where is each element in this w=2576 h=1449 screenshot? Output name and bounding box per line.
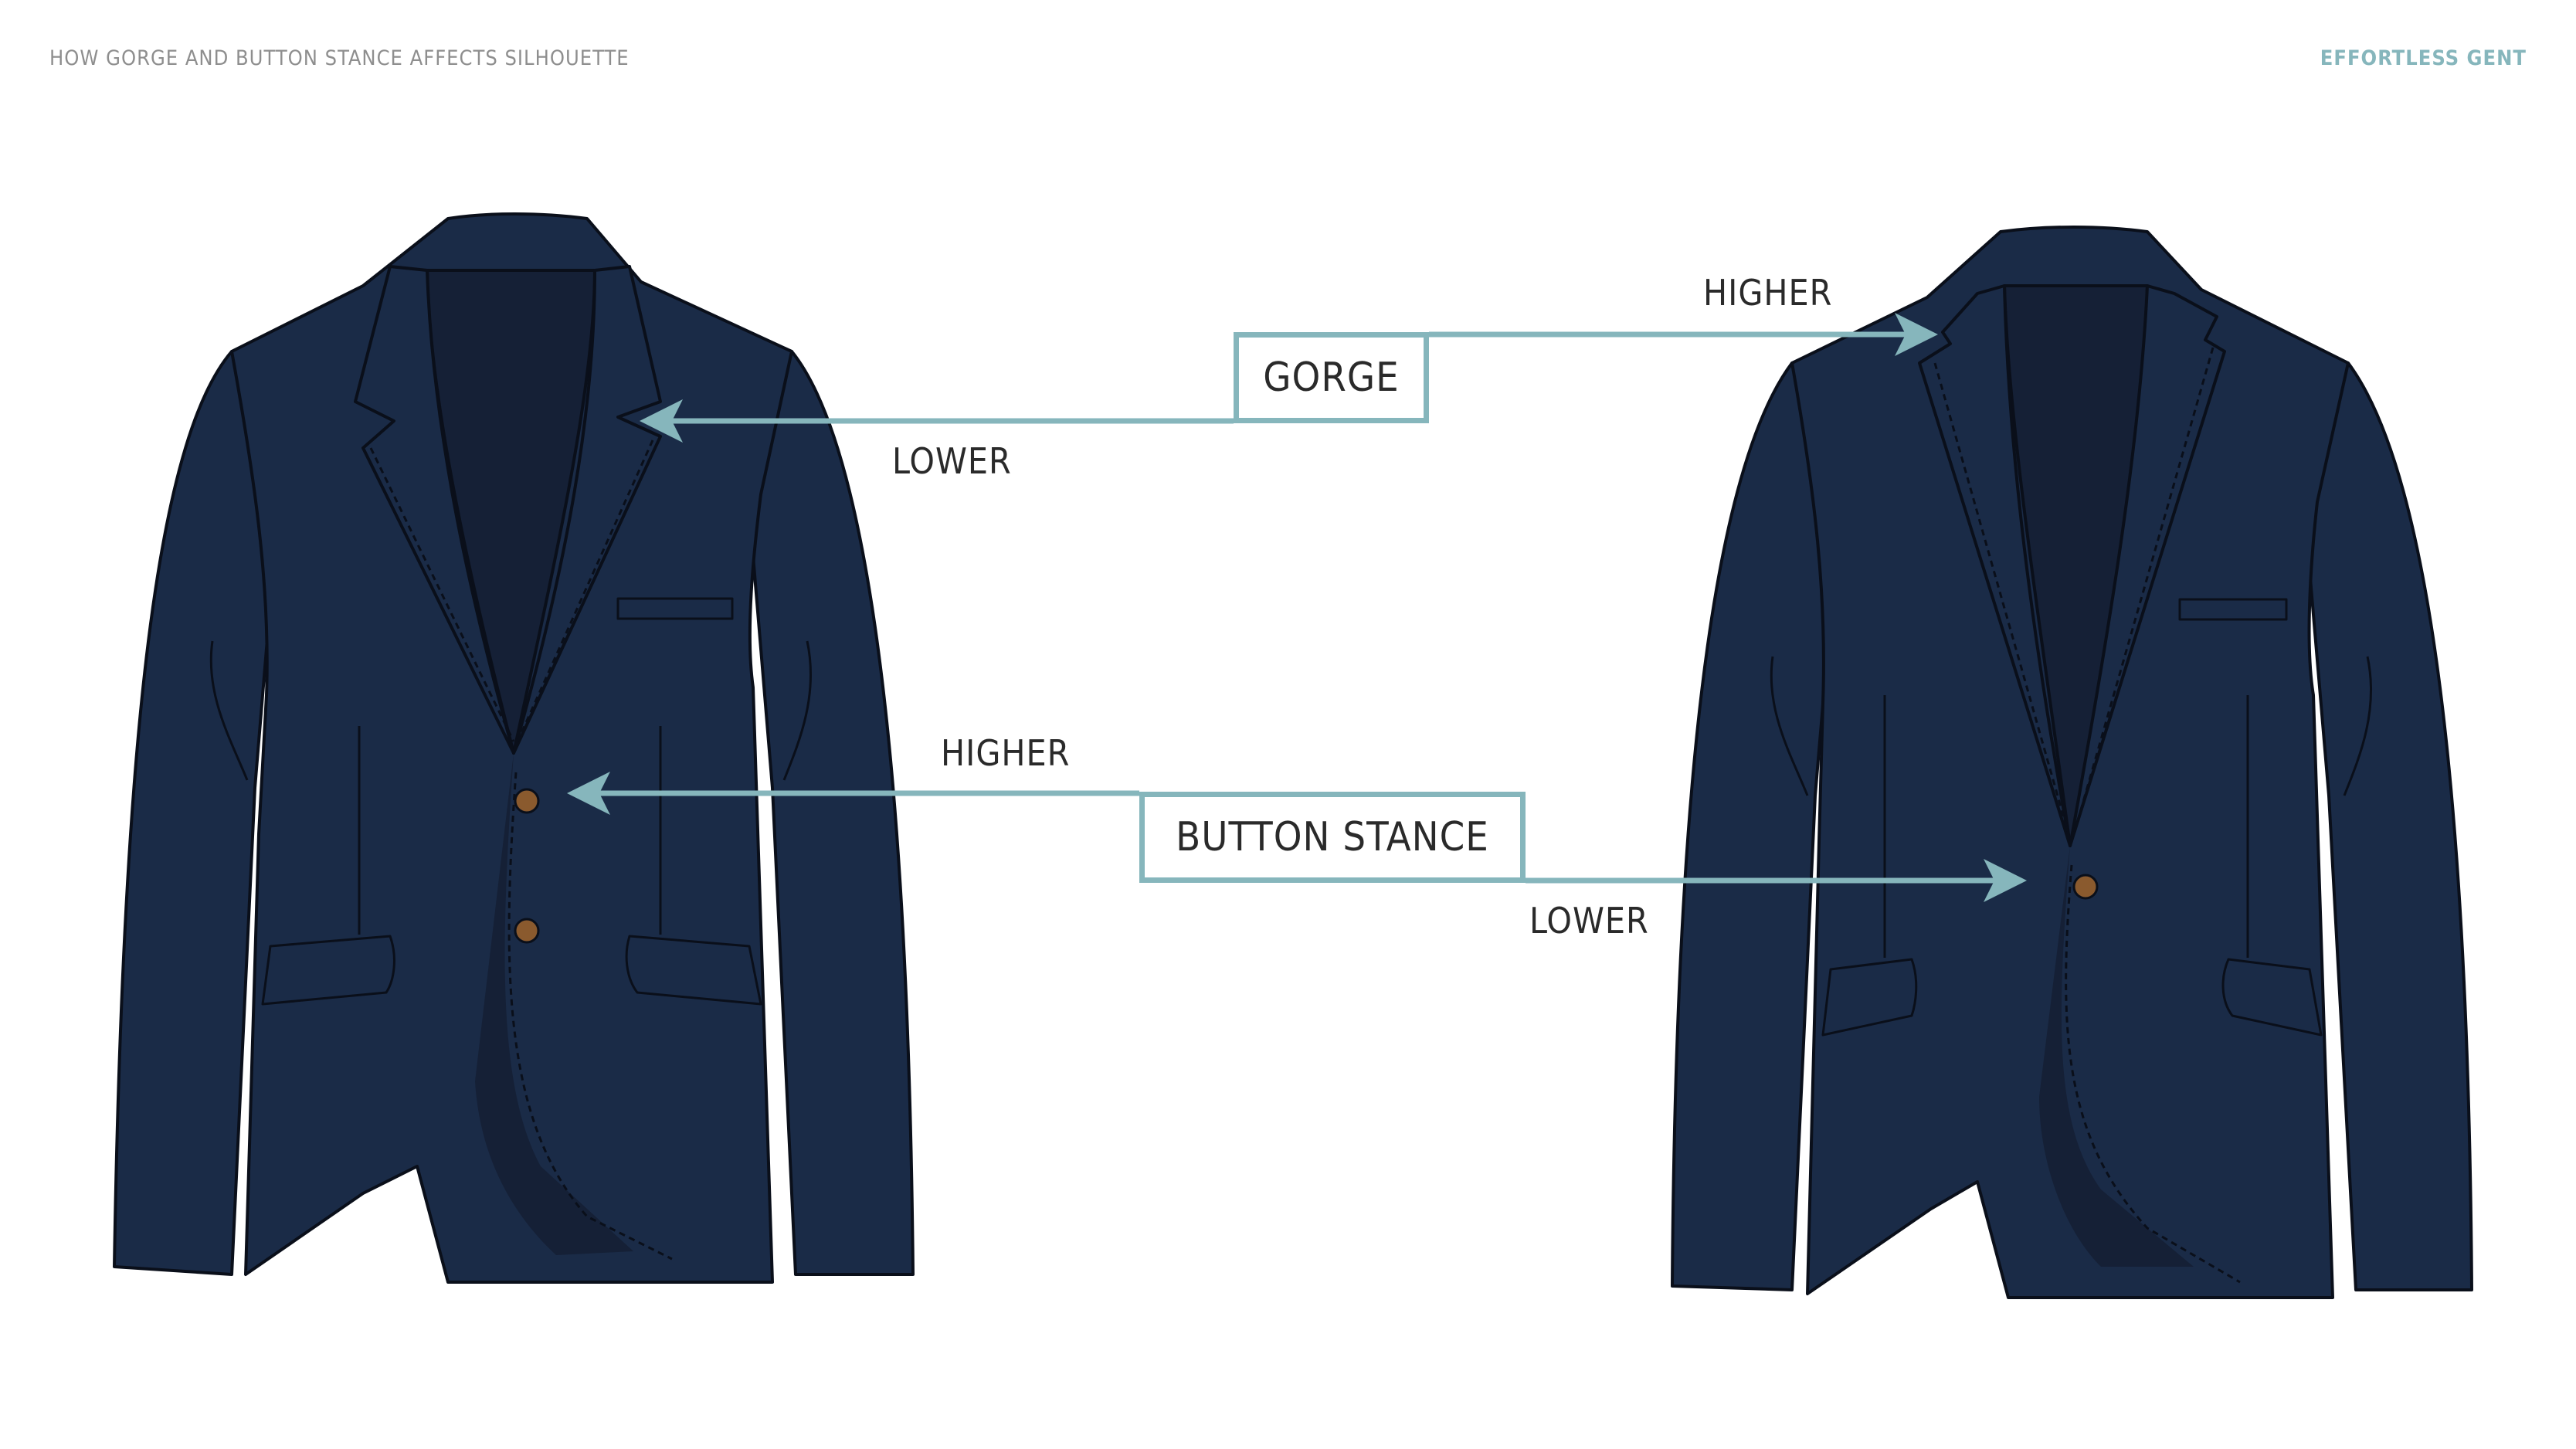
left-jacket-lapel-right — [512, 265, 662, 755]
gorge-box: GORGE — [1234, 332, 1429, 423]
left-jacket-sleeve-left — [113, 350, 283, 1276]
button-stance-box-label: BUTTON STANCE — [1176, 814, 1489, 860]
gorge-higher-label: HIGHER — [1703, 272, 1833, 314]
page-title: HOW GORGE AND BUTTON STANCE AFFECTS SILH… — [49, 46, 630, 70]
left-jacket-pocket-right — [625, 935, 762, 1006]
brand-name: EFFORTLESS GENT — [2320, 46, 2527, 70]
right-jacket-chest-pocket — [2178, 598, 2288, 621]
left-jacket-button-upper — [514, 788, 540, 814]
right-jacket-lapel-right — [2069, 284, 2226, 847]
button-stance-connectors — [567, 772, 2027, 902]
button-stance-lower-label: LOWER — [1529, 900, 1649, 942]
right-jacket-button — [2072, 874, 2099, 900]
button-stance-higher-label: HIGHER — [941, 732, 1071, 774]
right-jacket-sleeve-left — [1671, 361, 1844, 1291]
gorge-box-label: GORGE — [1263, 355, 1400, 401]
right-jacket — [1671, 226, 2473, 1299]
right-jacket-sleeve-right — [2300, 361, 2473, 1291]
left-jacket-pocket-left — [261, 935, 395, 1006]
left-jacket-sleeve-right — [744, 350, 915, 1276]
left-jacket-chest-pocket — [616, 597, 734, 620]
left-jacket-button-lower — [514, 918, 540, 944]
right-jacket-pocket-right — [2221, 958, 2323, 1037]
right-jacket-pocket-left — [1821, 958, 1918, 1037]
button-stance-box: BUTTON STANCE — [1139, 792, 1526, 883]
left-jacket — [113, 212, 915, 1284]
gorge-connectors — [640, 313, 1938, 443]
gorge-lower-label: LOWER — [892, 440, 1012, 482]
